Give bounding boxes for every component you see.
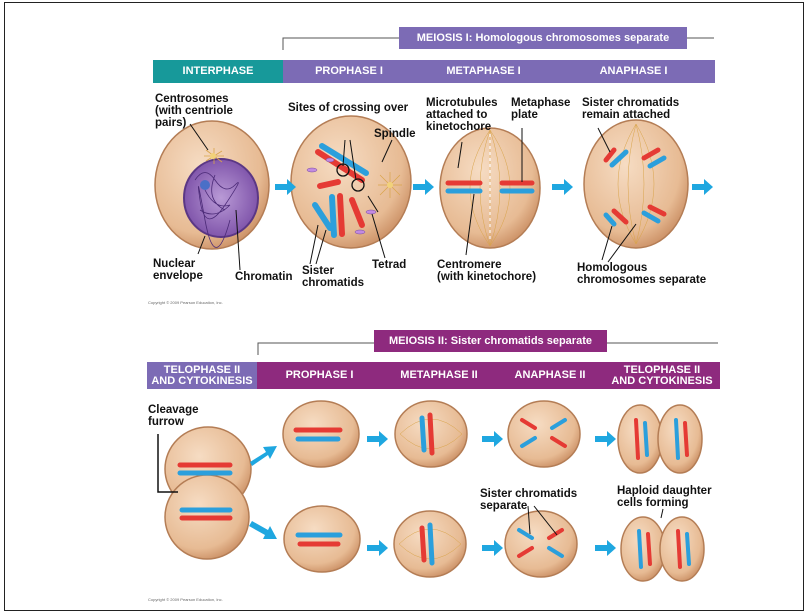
label-spindle: Spindle [374,128,416,140]
label-metaphase-plate: Metaphase plate [511,97,570,121]
prophase-two-cells [283,401,360,572]
header-telophase-two: TELOPHASE II AND CYTOKINESIS [604,362,720,389]
label-centrosomes: Centrosomes (with centriole pairs) [155,93,233,129]
copyright-top: Copyright © 2009 Pearson Education, Inc. [148,300,223,305]
meiosis-two-bracket [258,343,374,355]
header-anaphase-two: ANAPHASE II [496,362,604,389]
meiosis-one-banner: MEIOSIS I: Homologous chromosomes separa… [399,27,687,49]
copyright-bottom: Copyright © 2009 Pearson Education, Inc. [148,597,223,602]
metaphase-two-cells [394,401,467,577]
label-crossing-over: Sites of crossing over [288,102,408,114]
meiosis-two-banner: MEIOSIS II: Sister chromatids separate [374,330,607,352]
header-telophase-one: TELOPHASE II AND CYTOKINESIS [147,362,257,389]
label-microtubules: Microtubules attached to kinetochore [426,97,498,133]
label-nuclear-envelope: Nuclear envelope [153,258,203,282]
label-sister-chromatids: Sister chromatids [302,265,364,289]
label-centromere: Centromere (with kinetochore) [437,259,536,283]
metaphase-one-cell [440,128,540,248]
label-haploid: Haploid daughter cells forming [617,485,712,509]
interphase-cell [155,121,269,249]
label-cleavage-furrow: Cleavage furrow [148,404,199,428]
label-tetrad: Tetrad [372,259,406,271]
header-metaphase-one: METAPHASE I [415,60,552,83]
telophase-one-cells [165,427,251,559]
header-prophase-two: PROPHASE I [257,362,382,389]
label-sister-separate: Sister chromatids separate [480,488,577,512]
header-anaphase-one: ANAPHASE I [552,60,715,83]
label-chromatin: Chromatin [235,271,293,283]
label-sister-attached: Sister chromatids remain attached [582,97,679,121]
anaphase-one-cell [584,120,688,248]
header-interphase: INTERPHASE [153,60,283,83]
header-prophase-one: PROPHASE I [283,60,415,83]
header-metaphase-two: METAPHASE II [382,362,496,389]
label-homologous-separate: Homologous chromosomes separate [577,262,706,286]
